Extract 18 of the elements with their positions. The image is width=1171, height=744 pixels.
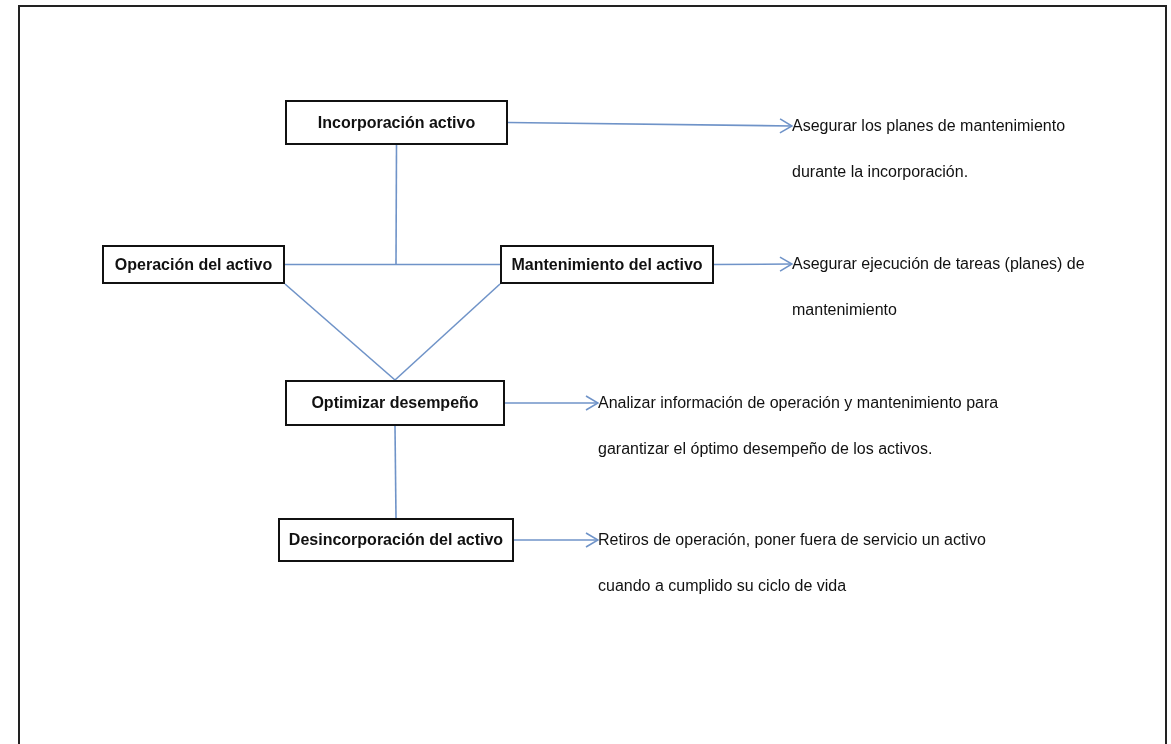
connector-line	[284, 283, 396, 381]
description-text: Asegurar ejecución de tareas (planes) de mantenimiento	[792, 241, 1122, 333]
arrow	[504, 395, 599, 411]
arrow	[513, 532, 599, 548]
process-box: Incorporación activo	[285, 100, 508, 145]
process-box: Operación del activo	[102, 245, 285, 284]
arrow	[507, 118, 793, 134]
description-text: Retiros de operación, poner fuera de servicio un activo cuando a cumplido su ciclo de vida	[598, 517, 1038, 609]
description-text: Analizar información de operación y mantenimiento para garantizar el óptimo desempeño de los activos.	[598, 380, 1038, 472]
process-box: Mantenimiento del activo	[500, 245, 714, 284]
connector-line	[394, 283, 501, 381]
connector-line	[394, 425, 397, 519]
description-text: Asegurar los planes de mantenimiento durante la incorporación.	[792, 103, 1122, 195]
process-box: Desincorporación del activo	[278, 518, 514, 562]
connector-line	[284, 263, 501, 266]
connector-line	[395, 144, 398, 265]
process-box: Optimizar desempeño	[285, 380, 505, 426]
arrow	[713, 256, 793, 272]
